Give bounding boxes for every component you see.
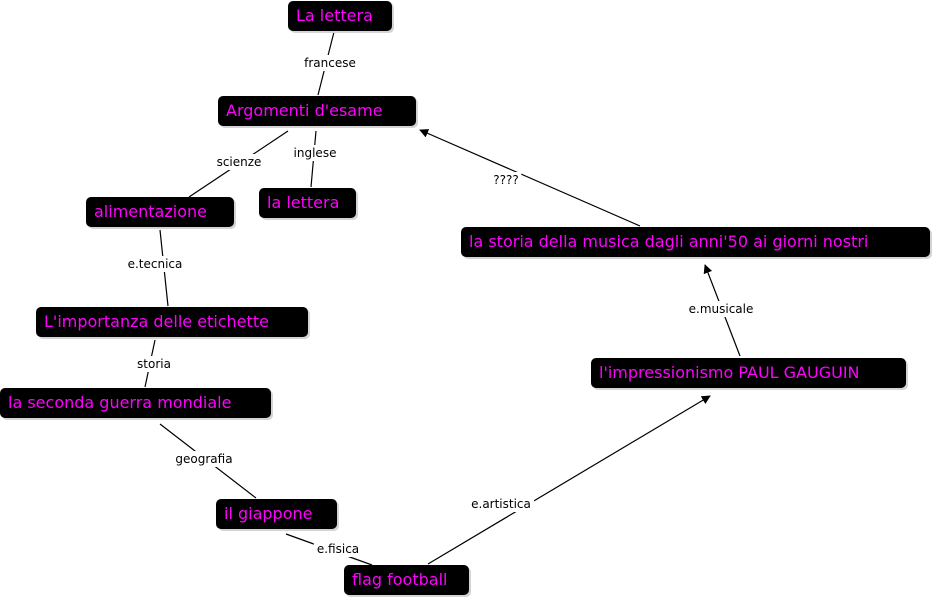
edge-flag-eartistica <box>427 395 711 565</box>
node-alimentazione[interactable]: alimentazione <box>86 197 234 227</box>
link-label-unknown: ???? <box>490 172 522 188</box>
link-label-francese: francese <box>301 55 359 71</box>
link-label-eartistica: e.artistica <box>468 496 534 512</box>
node-il-giappone[interactable]: il giappone <box>216 499 337 529</box>
link-label-etecnica: e.tecnica <box>124 256 186 272</box>
node-importanza-etichette[interactable]: L'importanza delle etichette <box>36 307 308 337</box>
link-label-scienze: scienze <box>213 154 265 170</box>
link-label-geografia: geografia <box>172 451 236 467</box>
node-storia-musica[interactable]: la storia della musica dagli anni'50 ai … <box>461 227 930 257</box>
node-la-lettera-inglese[interactable]: la lettera <box>259 188 356 218</box>
link-label-storia: storia <box>134 356 174 372</box>
link-label-emusicale: e.musicale <box>685 301 757 317</box>
node-flag-football[interactable]: flag football <box>344 565 469 595</box>
node-impressionismo-gauguin[interactable]: l'impressionismo PAUL GAUGUIN <box>591 358 906 388</box>
node-la-lettera-top[interactable]: La lettera <box>288 1 392 31</box>
node-seconda-guerra-mondiale[interactable]: la seconda guerra mondiale <box>0 388 271 418</box>
link-label-inglese: inglese <box>290 145 340 161</box>
link-label-efisica: e.fisica <box>313 541 363 557</box>
edge-musica-unknown <box>419 129 641 227</box>
node-argomenti-desame[interactable]: Argomenti d'esame <box>218 96 416 126</box>
